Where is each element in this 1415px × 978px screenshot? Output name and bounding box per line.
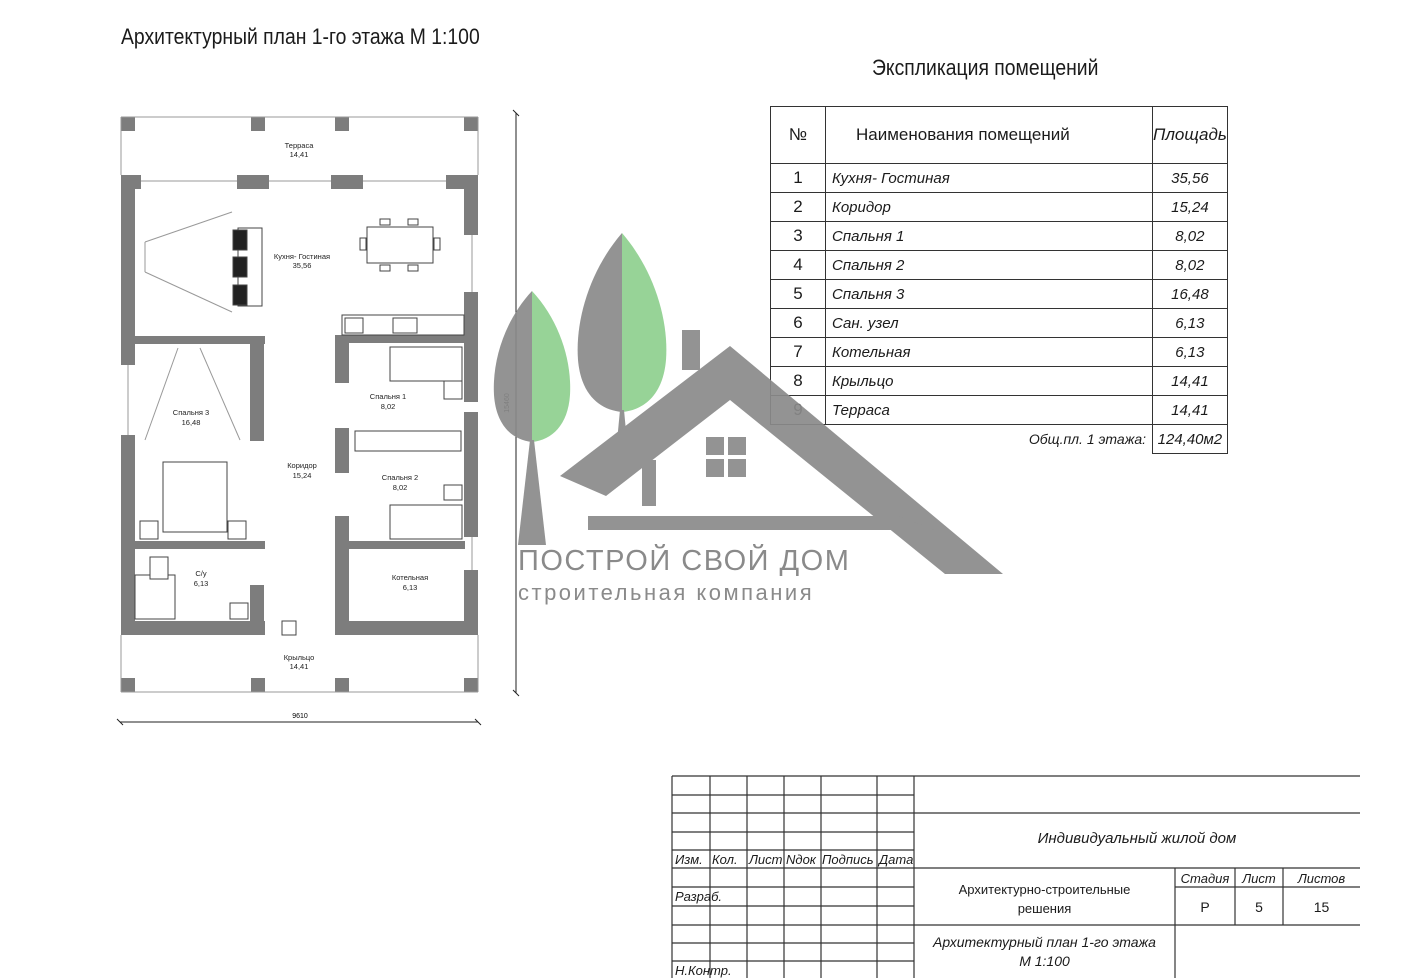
total-value: 124,40м2: [1152, 424, 1228, 454]
explication-title: Экспликация помещений: [872, 55, 1099, 80]
table-header-row: № Наименования помещений Площадь: [770, 106, 1228, 164]
section-line2: решения: [1017, 901, 1072, 916]
col-header-list: Лист: [749, 852, 783, 867]
sheet-header: Лист: [1242, 871, 1276, 886]
col-header-ndok: Nдок: [786, 852, 816, 867]
col-header-podpis: Подпись: [822, 852, 874, 867]
room-name: Котельная: [392, 573, 428, 582]
col-header-area: Площадь: [1152, 106, 1228, 164]
section-line1: Архитектурно-строительные: [958, 882, 1131, 897]
room-name: Коридор: [287, 461, 317, 470]
room-name: Спальня 1: [370, 392, 406, 401]
room-name: Крыльцо: [284, 653, 315, 662]
row-label-nkontr: Н.Контр.: [675, 963, 732, 978]
row-name: Сан. узел: [825, 308, 1153, 338]
sheet-value: 5: [1255, 899, 1263, 915]
room-name: Терраса: [285, 141, 315, 150]
stage-value: Р: [1200, 899, 1210, 915]
stage-header: Стадия: [1180, 871, 1230, 886]
col-header-number: №: [770, 106, 826, 164]
row-area: 15,24: [1152, 192, 1228, 222]
sheets-value: 15: [1313, 899, 1330, 915]
row-area: 8,02: [1152, 221, 1228, 251]
room-area: 14,41: [290, 150, 309, 159]
room-name: С/у: [195, 569, 207, 578]
room-area: 14,41: [290, 662, 309, 671]
sheet-title-line1: Архитектурный план 1-го этажа: [933, 934, 1156, 950]
drawing-title: Архитектурный план 1-го этажа М 1:100: [121, 24, 480, 49]
col-header-kol: Кол.: [712, 852, 738, 867]
room-area: 15,24: [293, 471, 312, 480]
room-name: Спальня 2: [382, 473, 418, 482]
project-name: Индивидуальный жилой дом: [1037, 830, 1237, 847]
row-number: 3: [770, 221, 826, 251]
row-number: 4: [770, 250, 826, 280]
room-labels: Терраса 14,41 Кухня- Гостиная 35,56 Спал…: [173, 141, 428, 671]
row-label-razrab: Разраб.: [675, 889, 723, 904]
row-area: 16,48: [1152, 279, 1228, 309]
sheets-header: Листов: [1297, 871, 1346, 886]
row-area: 6,13: [1152, 308, 1228, 338]
room-name: Кухня- Гостиная: [274, 252, 330, 261]
row-area: 14,41: [1152, 366, 1228, 396]
room-area: 35,56: [293, 261, 312, 270]
row-name: Спальня 2: [825, 250, 1153, 280]
furniture: [134, 218, 465, 636]
room-area: 6,13: [194, 579, 209, 588]
row-number: 6: [770, 308, 826, 338]
col-header-data: Дата: [879, 852, 914, 867]
room-area: 6,13: [403, 583, 418, 592]
total-row: Общ.пл. 1 этажа: 124,40м2: [771, 424, 1228, 454]
col-header-name: Наименования помещений: [825, 106, 1153, 164]
dim-width: 9610: [292, 713, 308, 720]
room-area: 8,02: [381, 402, 396, 411]
room-name: Спальня 3: [173, 408, 209, 417]
total-label: Общ.пл. 1 этажа:: [1028, 431, 1146, 448]
room-area: 8,02: [393, 483, 408, 492]
col-header-izm: Изм.: [675, 852, 703, 867]
row-area: 8,02: [1152, 250, 1228, 280]
sheet-title-line2: М 1:100: [1019, 953, 1070, 969]
room-area: 16,48: [182, 418, 201, 427]
plan-walls: [121, 117, 478, 692]
row-area: 6,13: [1152, 337, 1228, 367]
